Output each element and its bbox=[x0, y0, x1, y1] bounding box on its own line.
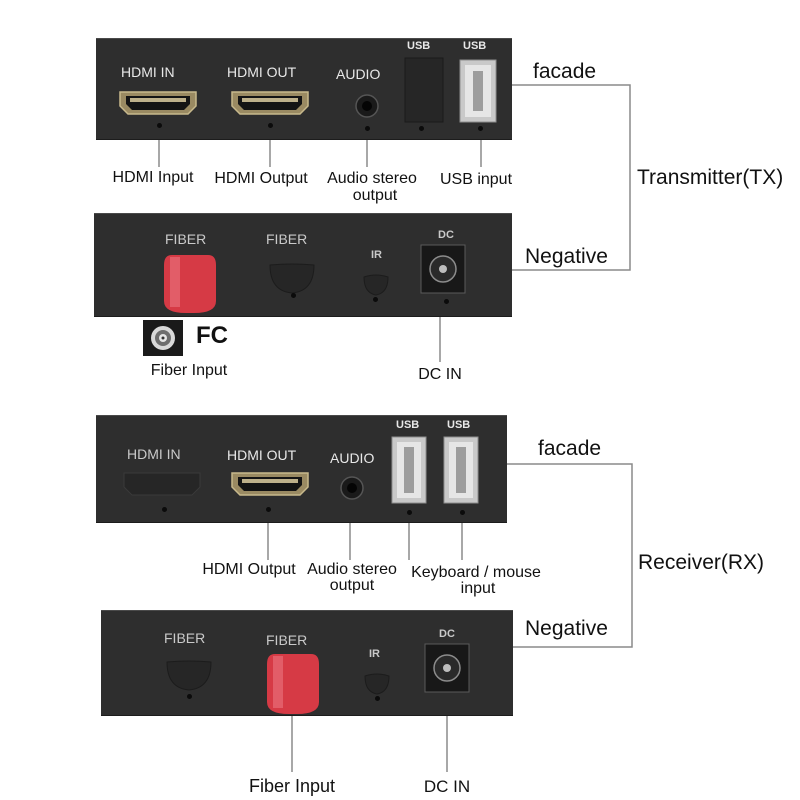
rx-hdmi-out-label: HDMI OUT bbox=[227, 447, 297, 463]
dc-jack bbox=[420, 244, 466, 294]
audio-stereo-callout-1: Audio stereo bbox=[327, 170, 417, 187]
hdmi-input-callout: HDMI Input bbox=[112, 169, 194, 186]
rx-ir-port bbox=[364, 673, 390, 695]
hdmi-in-label: HDMI IN bbox=[121, 64, 175, 80]
fiber-port-blank bbox=[269, 263, 315, 294]
rx-negative-label: Negative bbox=[525, 617, 608, 640]
audio-stereo-callout-2: output bbox=[352, 187, 398, 204]
usb-port bbox=[459, 59, 497, 123]
rx-facade-label: facade bbox=[538, 437, 602, 460]
rx-usb-port-a bbox=[391, 436, 427, 504]
rx-usb-label-a: USB bbox=[396, 419, 420, 431]
rx-back-panel: FIBER FIBER IR DC bbox=[101, 610, 513, 716]
rx-hdmi-out-port bbox=[231, 472, 309, 496]
rx-front-panel: HDMI IN HDMI OUT AUDIO USB USB bbox=[96, 415, 507, 523]
rx-dc-in-callout: DC IN bbox=[423, 777, 471, 796]
audio-jack bbox=[355, 94, 379, 118]
rx-usb-label-b: USB bbox=[447, 419, 471, 431]
tx-dc-in-callout: DC IN bbox=[418, 366, 462, 383]
rx-usb-port-b bbox=[443, 436, 479, 504]
usb-input-callout: USB input bbox=[439, 171, 513, 188]
dc-label: DC bbox=[438, 229, 454, 241]
rx-hdmi-in-label: HDMI IN bbox=[127, 446, 181, 462]
ir-port bbox=[363, 274, 389, 296]
rx-fiber-input-callout: Fiber Input bbox=[248, 776, 336, 796]
hdmi-in-port bbox=[119, 91, 197, 115]
audio-label: AUDIO bbox=[336, 66, 381, 82]
rx-fiber-cap bbox=[267, 654, 319, 714]
tx-front-panel: HDMI IN HDMI OUT AUDIO USB USB bbox=[96, 38, 512, 140]
rx-fiber-label-a: FIBER bbox=[164, 630, 206, 646]
rx-fiber-label-b: FIBER bbox=[266, 632, 308, 648]
rx-dc-jack bbox=[424, 643, 470, 693]
rx-audio-label: AUDIO bbox=[330, 450, 375, 466]
hdmi-output-callout: HDMI Output bbox=[214, 170, 308, 187]
rx-audio-jack bbox=[340, 476, 364, 500]
keyboard-mouse-callout-2: input bbox=[460, 580, 496, 597]
rx-fiber-port-blank bbox=[166, 660, 212, 691]
hdmi-out-label: HDMI OUT bbox=[227, 64, 297, 80]
tx-facade-label: facade bbox=[533, 60, 597, 83]
ir-label: IR bbox=[371, 249, 382, 261]
rx-hdmi-output-callout: HDMI Output bbox=[202, 561, 296, 578]
tx-negative-label: Negative bbox=[525, 245, 608, 268]
rx-audio-stereo-callout-2: output bbox=[329, 577, 375, 594]
hdmi-out-port bbox=[231, 91, 309, 115]
tx-fiber-input-callout: Fiber Input bbox=[150, 362, 228, 379]
usb-label-b: USB bbox=[463, 40, 487, 52]
tx-back-panel: FIBER FIBER IR DC bbox=[94, 213, 512, 317]
hdmi-in-blank bbox=[123, 472, 201, 496]
fiber-cap bbox=[164, 255, 216, 313]
rx-front-ports bbox=[123, 436, 479, 504]
rx-back-ports bbox=[166, 643, 470, 714]
rx-ir-label: IR bbox=[369, 648, 380, 660]
usb-slot-blank bbox=[404, 57, 444, 123]
fiber-label-a: FIBER bbox=[165, 231, 207, 247]
fiber-label-b: FIBER bbox=[266, 231, 308, 247]
rx-audio-stereo-callout-1: Audio stereo bbox=[307, 561, 397, 578]
usb-label-a: USB bbox=[407, 40, 431, 52]
tx-front-ports bbox=[119, 57, 497, 123]
keyboard-mouse-callout-1: Keyboard / mouse bbox=[411, 564, 541, 581]
rx-dc-label: DC bbox=[439, 628, 455, 640]
fc-connector-icon bbox=[143, 320, 183, 356]
transmitter-label: Transmitter(TX) bbox=[637, 166, 784, 189]
fc-label: FC bbox=[196, 322, 228, 349]
tx-back-ports bbox=[164, 244, 466, 313]
receiver-label: Receiver(RX) bbox=[638, 551, 765, 574]
